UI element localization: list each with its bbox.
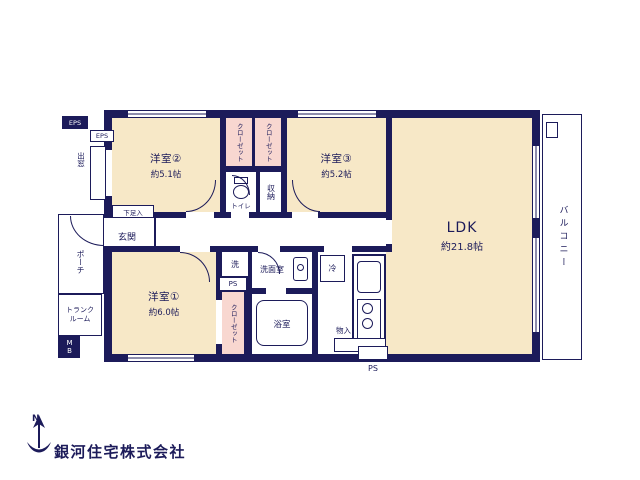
toilet-label: トイレ xyxy=(231,202,251,210)
bed3-door-opening xyxy=(292,212,318,218)
trunk-room-label: トランクルーム xyxy=(66,305,94,323)
kitchen-sink-icon xyxy=(357,261,381,293)
hallway xyxy=(112,218,386,246)
shoe-cabinet: 下足入 xyxy=(112,205,154,218)
company-name: 銀河住宅株式会社 xyxy=(54,443,187,461)
toilet-door-opening xyxy=(231,212,249,218)
kitchen-ldk-opening xyxy=(386,252,392,354)
hall-ldk-opening xyxy=(386,220,392,244)
storage-label: 収納 xyxy=(266,184,276,200)
room-ldk-name: LDK xyxy=(446,219,478,236)
closet-top-b: クローゼット xyxy=(255,118,281,166)
closet-bed1: クローゼット xyxy=(222,292,244,354)
stove-burner-icon xyxy=(362,303,373,314)
storage-small-label: 物入 xyxy=(336,326,351,335)
kitchen-entry-opening xyxy=(324,246,352,252)
meter-box: MB xyxy=(58,336,80,358)
stove-burner-icon xyxy=(362,318,373,329)
entrance-label: 玄関 xyxy=(118,233,137,243)
bay-window-label: 出窓 xyxy=(76,152,86,167)
room-bed1-name: 洋室① xyxy=(148,290,180,303)
washbasin-bowl-icon xyxy=(297,264,304,271)
bed2-door-opening xyxy=(186,212,214,218)
closet-top-a: クローゼット xyxy=(226,118,252,166)
refrigerator-box: 冷 xyxy=(320,255,345,282)
balcony-drain-icon xyxy=(546,122,558,138)
room-bed1-size: 約6.0帖 xyxy=(148,307,180,318)
window-bed3-top xyxy=(298,110,376,118)
room-bed2-size: 約5.1帖 xyxy=(150,169,182,180)
window-bed1-bottom xyxy=(128,354,194,362)
porch-label: ポーチ xyxy=(76,250,85,274)
window-ldk-balcony-1 xyxy=(532,146,540,218)
compass-icon xyxy=(27,415,51,453)
meter-box-label: MB xyxy=(65,339,74,355)
closet-top-a-label: クローゼット xyxy=(235,122,244,162)
room-ldk-size: 約21.8帖 xyxy=(440,241,484,253)
bathroom-label: 浴室 xyxy=(273,320,291,330)
entrance-step-line xyxy=(154,218,156,246)
window-ldk-balcony-2 xyxy=(532,238,540,332)
compass-north-label: N xyxy=(32,414,40,424)
bay-window-opening xyxy=(104,150,112,196)
closet-bed1-label: クローゼット xyxy=(229,303,238,343)
eps-box-b: EPS xyxy=(90,130,114,142)
room-storage: 収納 xyxy=(260,172,281,212)
washroom-door-opening xyxy=(258,246,280,252)
bathtub-icon xyxy=(256,300,308,346)
washer-label: 洗 xyxy=(231,259,239,269)
bay-window xyxy=(90,146,106,200)
pipe-space-mid: PS xyxy=(220,278,246,290)
window-bed2-top xyxy=(128,110,206,118)
balcony: バルコニー xyxy=(542,114,582,360)
closet-bed1-opening xyxy=(216,300,222,344)
washer-space: 洗 xyxy=(222,252,248,276)
room-ldk: LDK 約21.8帖 xyxy=(392,118,532,354)
trunk-room: トランクルーム xyxy=(58,294,102,336)
pipe-space-bottom-label: PS xyxy=(368,364,378,373)
bath-door-opening xyxy=(266,288,286,294)
pipe-space-bottom-box xyxy=(358,346,388,360)
bed1-door-opening xyxy=(180,246,210,252)
entrance-door-opening xyxy=(104,218,112,246)
balcony-label: バルコニー xyxy=(557,204,568,270)
room-bed2-name: 洋室② xyxy=(150,152,182,165)
closet-top-b-label: クローゼット xyxy=(264,122,273,162)
eps-box-a: EPS xyxy=(62,116,88,129)
room-bed3-name: 洋室③ xyxy=(320,152,353,165)
room-bed3-size: 約5.2帖 xyxy=(321,169,352,180)
